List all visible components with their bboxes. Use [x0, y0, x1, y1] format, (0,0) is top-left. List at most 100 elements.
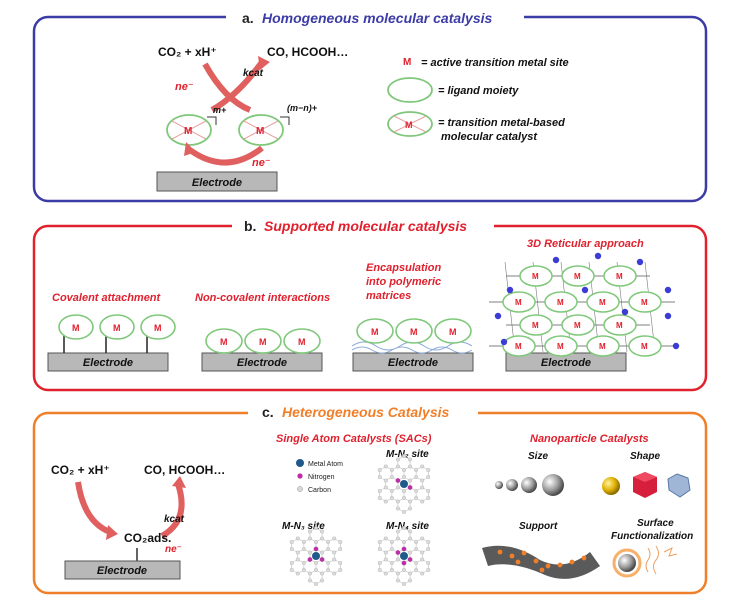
- svg-text:M: M: [599, 298, 606, 307]
- panel-c-product: CO, HCOOH…: [144, 463, 225, 477]
- panel-a-arrow-in: [202, 62, 252, 113]
- electrode-encap: Electrode: [352, 352, 474, 372]
- sac-mn3-label: M-N₃ site: [282, 521, 325, 532]
- legend-catalyst-metal: M: [405, 120, 413, 130]
- np-support-sheet: [482, 545, 600, 579]
- legend-catalyst-line1: = transition metal-based: [438, 117, 565, 129]
- svg-text:M: M: [557, 342, 564, 351]
- electrode-noncovalent: Electrode: [201, 352, 323, 372]
- legend-carbon-dot: [297, 486, 303, 492]
- np-title: Nanoparticle Catalysts: [530, 433, 649, 445]
- panel-b-title: Supported molecular catalysis: [264, 218, 467, 234]
- svg-text:M: M: [641, 342, 648, 351]
- panel-a-title: Homogeneous molecular catalysis: [262, 10, 493, 26]
- panel-c-electrode: [64, 560, 181, 580]
- panel-a-metal-1: M: [184, 126, 192, 137]
- panel-a-ne: ne⁻: [175, 81, 194, 93]
- panel-a-electrode-label: Electrode: [192, 177, 242, 189]
- legend-nitrogen-dot: [297, 473, 303, 479]
- svg-text:M: M: [574, 321, 581, 330]
- covalent-catalysts: M M M: [58, 314, 176, 353]
- encap-catalysts: M M M: [351, 318, 473, 354]
- electrode-covalent: Electrode: [47, 352, 169, 372]
- electrode-reticular: Electrode: [505, 352, 627, 372]
- label-encap-2: into polymeric: [366, 276, 441, 288]
- legend-metal-symbol: M: [403, 57, 411, 68]
- panel-c-electrode-label: Electrode: [97, 565, 147, 577]
- svg-text:Electrode: Electrode: [541, 357, 591, 369]
- svg-text:M: M: [532, 321, 539, 330]
- svg-text:M: M: [298, 337, 306, 347]
- np-surface-line2: Functionalization: [611, 531, 693, 542]
- sac-mn2-label: M-N₂ site: [386, 449, 429, 460]
- svg-text:M: M: [220, 337, 228, 347]
- svg-text:M: M: [113, 323, 121, 333]
- panel-a-frame: [32, 15, 708, 203]
- panel-c-ne: ne⁻: [165, 544, 182, 555]
- panel-a-kcat: kcat: [243, 68, 264, 79]
- lattice-mn4: [377, 526, 431, 586]
- np-shape-label: Shape: [630, 451, 660, 462]
- legend-metal-atom-dot: [296, 459, 304, 467]
- panel-c-kcat: kcat: [164, 514, 185, 525]
- panel-a-charge-1: m+: [213, 105, 227, 115]
- svg-text:M: M: [515, 342, 522, 351]
- label-noncovalent: Non-covalent interactions: [195, 292, 330, 304]
- svg-text:M: M: [557, 298, 564, 307]
- sac-mn4-label: M-N₄ site: [386, 521, 429, 532]
- svg-text:M: M: [641, 298, 648, 307]
- svg-text:M: M: [532, 272, 539, 281]
- lattice-mn2: [377, 454, 431, 514]
- svg-text:M: M: [259, 337, 267, 347]
- sac-title: Single Atom Catalysts (SACs): [276, 433, 432, 445]
- np-size-spheres: [495, 474, 564, 496]
- panel-a-arrow-reduce: [188, 145, 264, 166]
- panel-b-letter: b.: [244, 218, 256, 234]
- label-encap-1: Encapsulation: [366, 262, 441, 274]
- legend-catalyst-line2: molecular catalyst: [441, 131, 538, 143]
- svg-text:M: M: [599, 342, 606, 351]
- panel-a-letter: a.: [242, 10, 254, 26]
- np-surface-line1: Surface: [637, 518, 674, 529]
- legend-active-site: = active transition metal site: [421, 57, 569, 69]
- panel-a-metal-2: M: [256, 126, 264, 137]
- svg-text:Electrode: Electrode: [237, 357, 287, 369]
- svg-text:M: M: [154, 323, 162, 333]
- np-size-label: Size: [528, 451, 548, 462]
- panel-c-co2ads: CO₂ads.: [124, 531, 171, 545]
- panel-a-ne-2: ne⁻: [252, 157, 271, 169]
- label-reticular: 3D Reticular approach: [527, 238, 644, 250]
- panel-a-arrow-out: [210, 60, 265, 113]
- panel-a-reactant: CO₂ + xH⁺: [158, 45, 217, 59]
- legend-ligand: = ligand moiety: [438, 85, 519, 97]
- panel-a-product: CO, HCOOH…: [267, 45, 348, 59]
- legend-metal-atom: Metal Atom: [308, 461, 343, 468]
- label-covalent: Covalent attachment: [52, 292, 162, 304]
- panel-c-title: Heterogeneous Catalysis: [282, 404, 449, 420]
- np-functionalized: [612, 545, 678, 578]
- panel-a-arrowhead: [258, 56, 270, 70]
- lattice-mn3: [289, 526, 343, 586]
- svg-text:M: M: [515, 298, 522, 307]
- legend-ligand-swatch: [387, 77, 433, 103]
- svg-text:M: M: [616, 272, 623, 281]
- panel-a-charge-2: (m−n)+: [287, 103, 318, 113]
- legend-carbon: Carbon: [308, 487, 331, 494]
- np-shapes: [602, 472, 691, 498]
- reticular-framework: M M M M M M M M M M M M M M: [489, 252, 680, 357]
- svg-text:M: M: [616, 321, 623, 330]
- np-support-label: Support: [519, 521, 558, 532]
- label-encap-3: matrices: [366, 290, 411, 302]
- panel-a-electrode: [156, 171, 278, 192]
- panel-c-reactant: CO₂ + xH⁺: [51, 463, 110, 477]
- svg-text:M: M: [574, 272, 581, 281]
- legend-nitrogen: Nitrogen: [308, 474, 335, 481]
- svg-text:M: M: [410, 327, 418, 337]
- svg-text:M: M: [371, 327, 379, 337]
- svg-text:Electrode: Electrode: [388, 357, 438, 369]
- panel-a-title-bg: [226, 8, 524, 28]
- legend-metal-swatch: [402, 55, 413, 66]
- noncovalent-catalysts: M M M: [205, 328, 321, 354]
- panel-c-letter: c.: [262, 404, 274, 420]
